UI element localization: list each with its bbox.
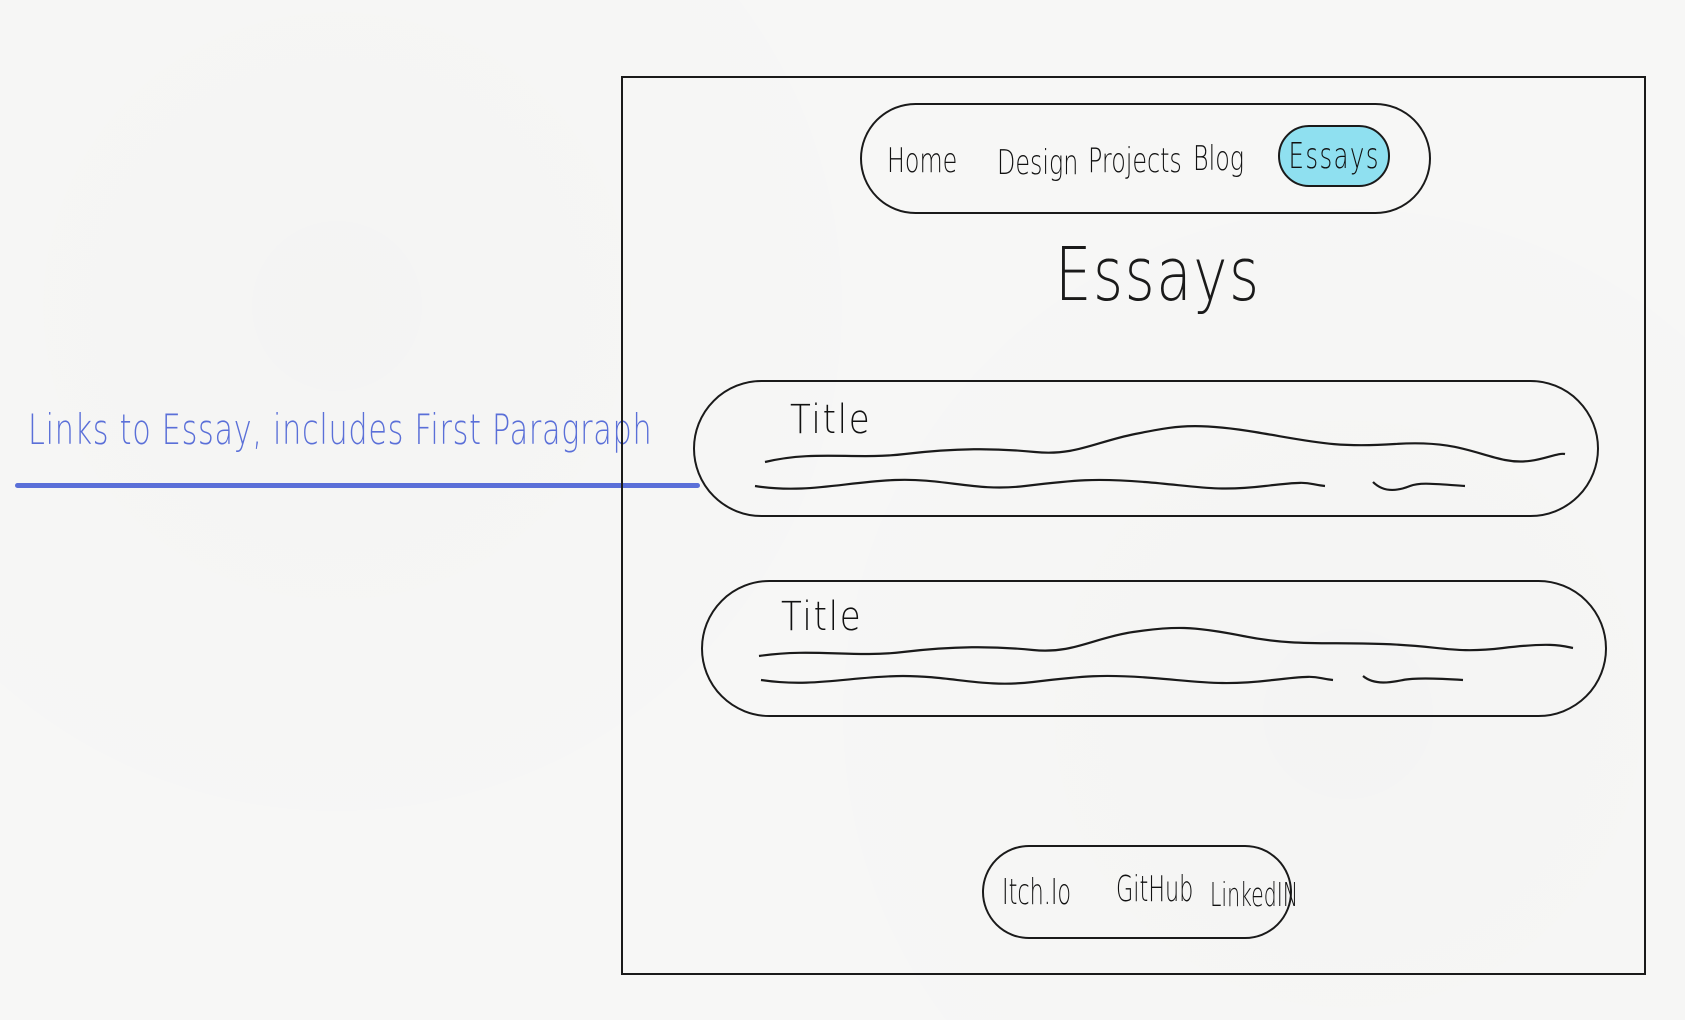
page-title: Essays: [1055, 232, 1261, 318]
essay-title: Title: [781, 594, 863, 640]
essay-card[interactable]: Title: [693, 380, 1599, 517]
annotation-pointer-line: [15, 483, 700, 488]
footer-link-github[interactable]: GitHub: [1116, 869, 1194, 910]
nav-item-design[interactable]: Design: [997, 143, 1079, 183]
nav-item-home[interactable]: Home: [887, 141, 958, 181]
annotation-note: Links to Essay, includes First Paragraph: [28, 405, 653, 454]
footer-link-linkedin[interactable]: LinkedIN: [1210, 875, 1299, 914]
main-nav: Home Design Projects Blog Essays: [860, 103, 1431, 214]
nav-item-essays-label: Essays: [1288, 135, 1380, 177]
essay-title: Title: [790, 397, 872, 443]
footer-link-itchio[interactable]: Itch.Io: [1002, 872, 1072, 913]
page-frame: [621, 76, 1646, 975]
essay-card[interactable]: Title: [701, 580, 1607, 717]
nav-item-projects[interactable]: Projects: [1088, 141, 1182, 181]
nav-item-blog[interactable]: Blog: [1193, 139, 1245, 179]
footer-links: Itch.Io GitHub LinkedIN: [982, 845, 1298, 939]
nav-item-essays[interactable]: Essays: [1278, 125, 1390, 187]
